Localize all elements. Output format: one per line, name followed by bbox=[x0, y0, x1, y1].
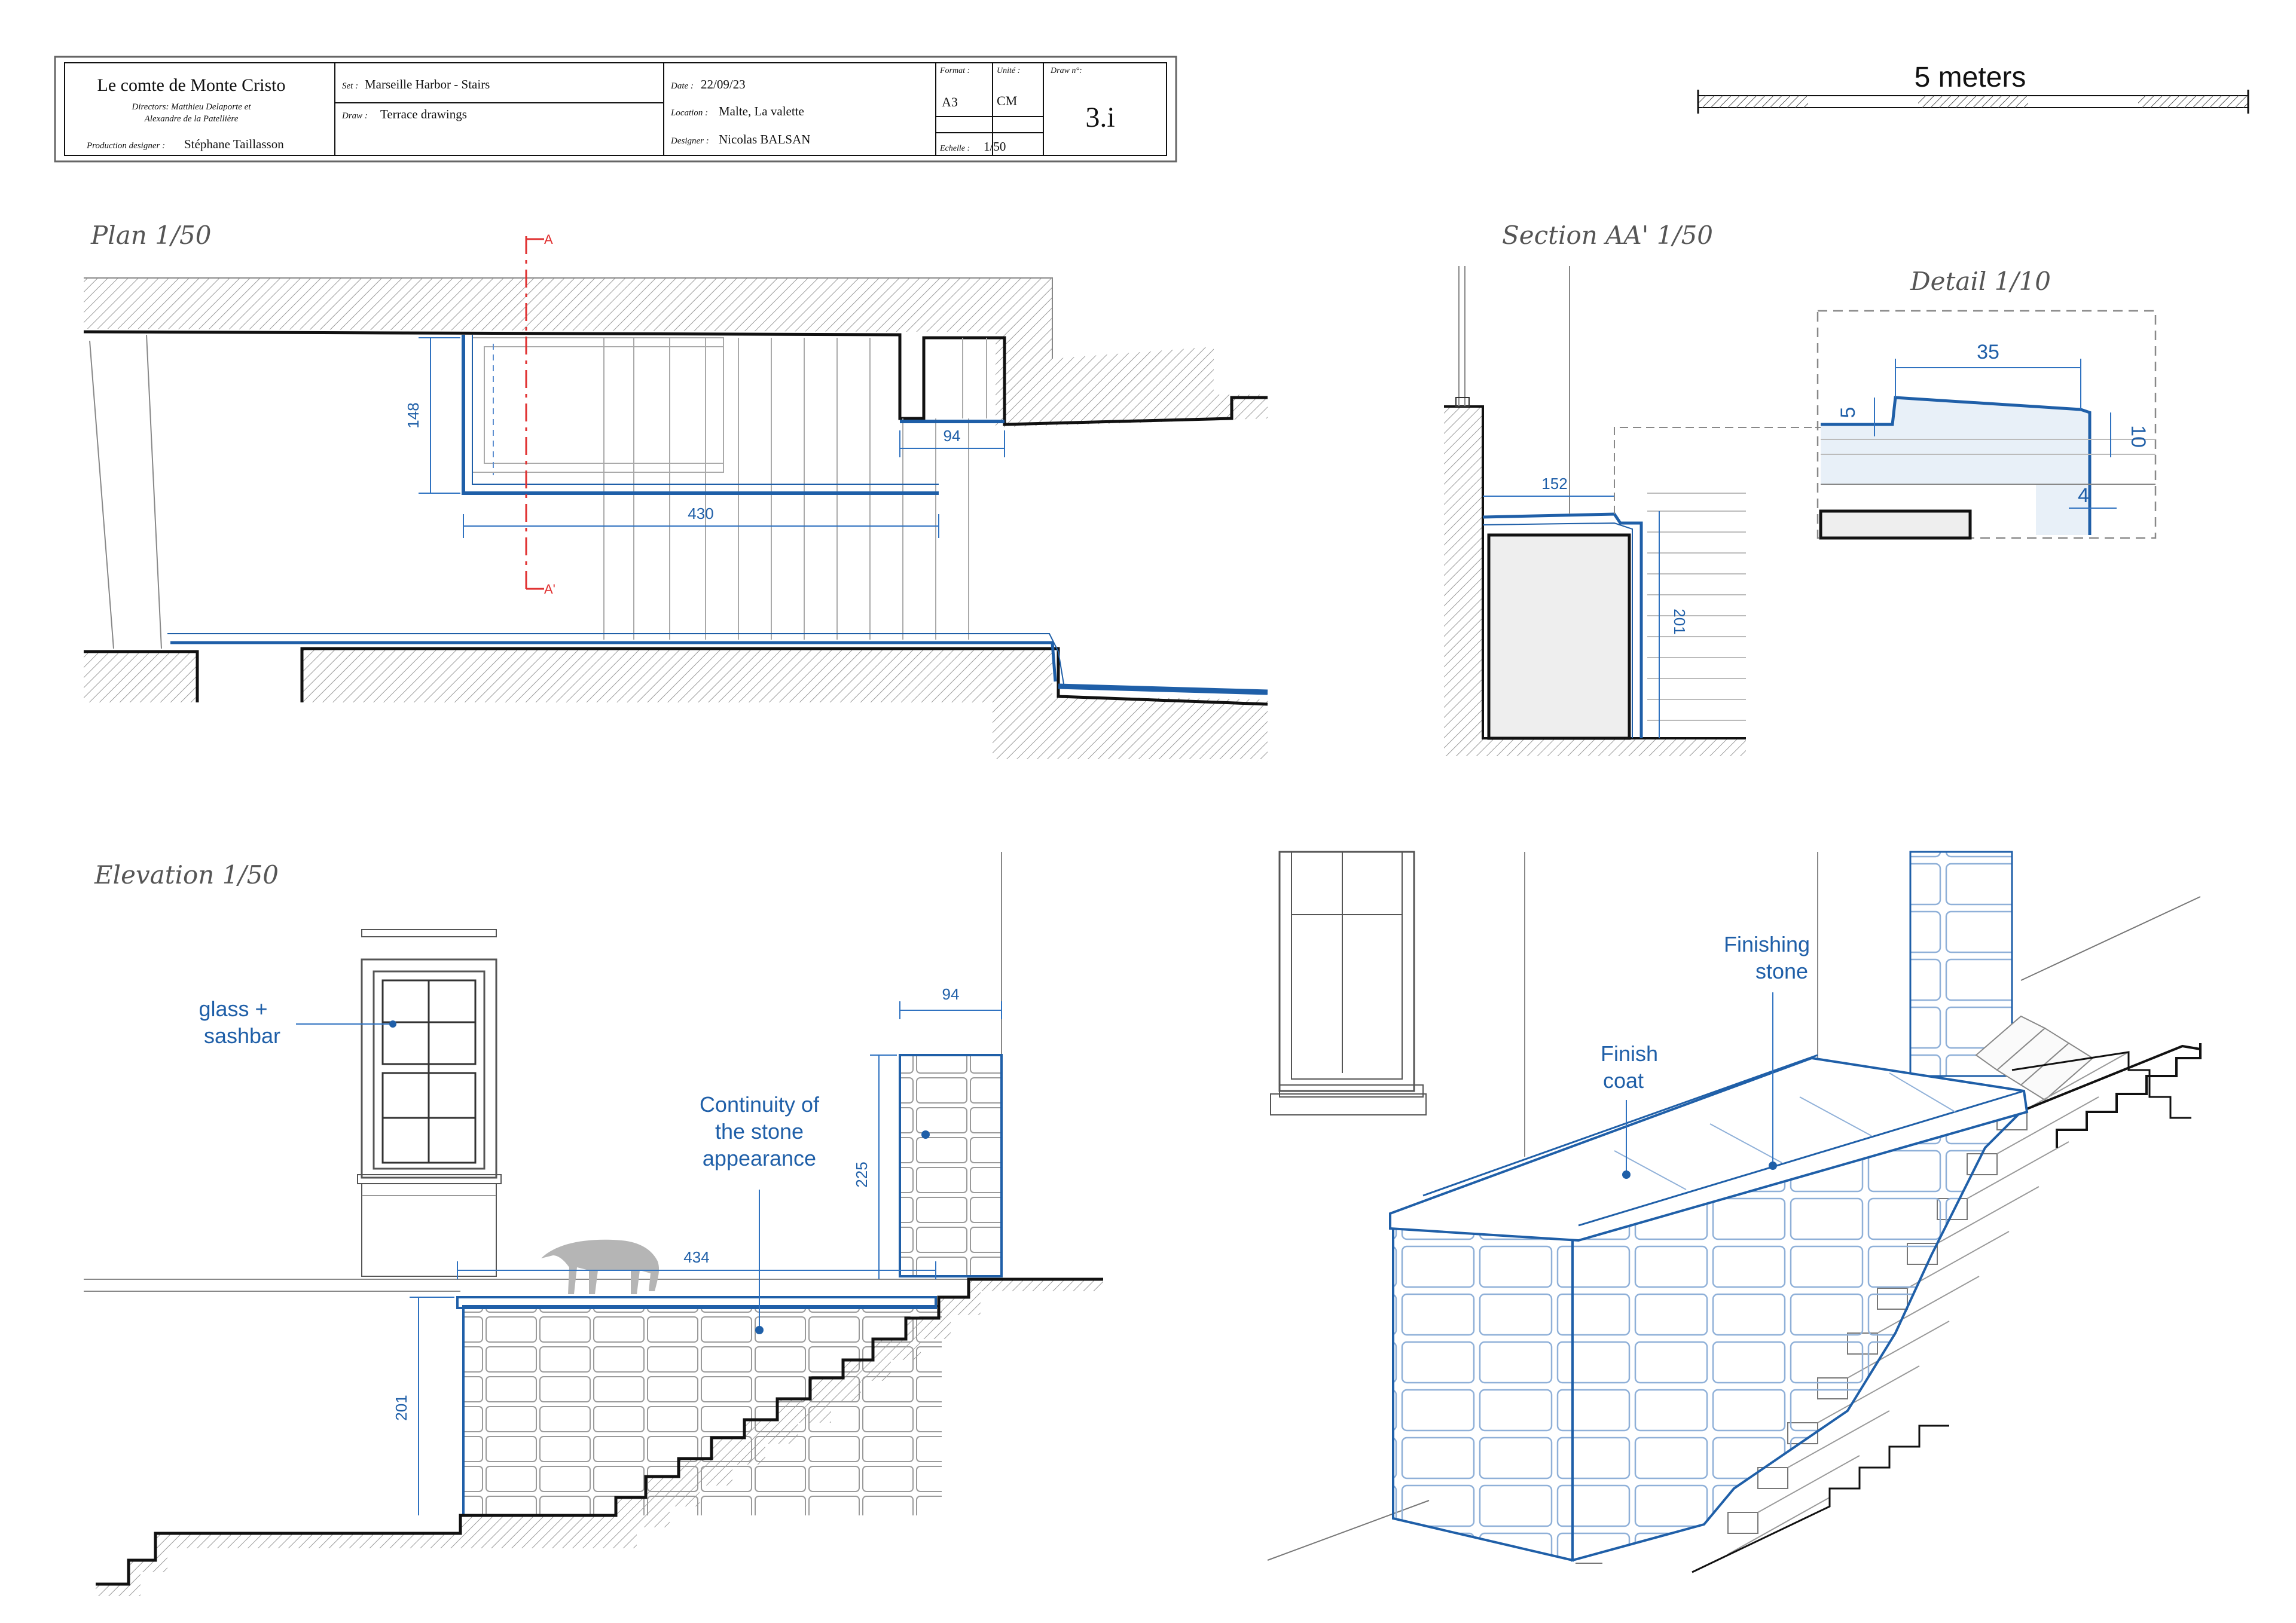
detail-dim-10: 10 bbox=[2127, 425, 2150, 448]
section-dim-201: 201 bbox=[1671, 609, 1689, 634]
production-designer-label: Production designer : bbox=[86, 141, 165, 151]
plan-title: Plan 1/50 bbox=[90, 221, 211, 250]
format-value: A3 bbox=[942, 94, 958, 109]
scale-bar-label: 5 meters bbox=[1915, 62, 2026, 93]
elevation-dim-201: 201 bbox=[392, 1395, 410, 1420]
detail-view: Detail 1/10 35 5 10 4 bbox=[1806, 267, 2157, 540]
scale-bar: 5 meters bbox=[1697, 62, 2249, 114]
unit-value: CM bbox=[997, 93, 1017, 108]
detail-dim-35: 35 bbox=[1977, 341, 1999, 363]
draw-value: Terrace drawings bbox=[380, 107, 467, 121]
project-title: Le comte de Monte Cristo bbox=[97, 75, 286, 95]
elevation-view: Elevation 1/50 94 2 bbox=[84, 852, 1103, 1596]
elevation-dim-434: 434 bbox=[683, 1248, 709, 1266]
elevation-dim-225: 225 bbox=[853, 1162, 871, 1187]
detail-title: Detail 1/10 bbox=[1910, 267, 2051, 296]
production-designer-name: Stéphane Taillasson bbox=[184, 137, 284, 151]
directors-line-2: Alexandre de la Patellière bbox=[144, 114, 239, 124]
echelle-value: 1/50 bbox=[984, 139, 1006, 154]
plan-dim-94: 94 bbox=[944, 427, 961, 445]
elevation-title: Elevation 1/50 bbox=[94, 860, 279, 890]
set-value: Marseille Harbor - Stairs bbox=[365, 77, 490, 91]
section-title: Section AA' 1/50 bbox=[1502, 221, 1713, 250]
plan-dim-148: 148 bbox=[404, 402, 422, 428]
annotation-continuity-line-2: the stone bbox=[715, 1119, 804, 1144]
location-value: Malte, La valette bbox=[719, 104, 804, 118]
annotation-finish-line-1: Finish bbox=[1601, 1041, 1658, 1066]
plan-view: Plan 1/50 bbox=[83, 221, 1268, 759]
annotation-continuity-line-3: appearance bbox=[703, 1146, 816, 1170]
draw-number-label: Draw n°: bbox=[1050, 66, 1082, 75]
designer-value: Nicolas BALSAN bbox=[719, 132, 810, 146]
date-label: Date : bbox=[670, 81, 694, 91]
annotation-glass-line-1: glass + bbox=[199, 997, 267, 1021]
section-mark-a-prime: A' bbox=[544, 582, 555, 597]
elevation-dim-94: 94 bbox=[942, 985, 960, 1003]
unit-label: Unité : bbox=[997, 66, 1020, 75]
annotation-finishing-line-1: Finishing bbox=[1724, 932, 1810, 956]
draw-label: Draw : bbox=[341, 111, 368, 121]
format-label: Format : bbox=[939, 66, 970, 75]
directors-line-1: Directors: Matthieu Delaporte et bbox=[132, 102, 252, 112]
set-label: Set : bbox=[342, 81, 358, 91]
annotation-glass-line-2: sashbar bbox=[204, 1023, 280, 1048]
designer-label: Designer : bbox=[670, 136, 709, 146]
draw-number: 3.i bbox=[1085, 102, 1115, 133]
annotation-finishing-line-2: stone bbox=[1755, 959, 1808, 983]
annotation-finish-line-2: coat bbox=[1603, 1068, 1644, 1093]
location-label: Location : bbox=[670, 108, 708, 118]
title-block: Le comte de Monte Cristo Directors: Matt… bbox=[54, 56, 1177, 163]
echelle-label: Echelle : bbox=[939, 144, 970, 153]
detail-dim-4: 4 bbox=[2078, 484, 2089, 507]
section-view: Section AA' 1/50 152 bbox=[1444, 221, 1806, 756]
annotation-continuity-line-1: Continuity of bbox=[700, 1092, 820, 1117]
plan-dim-430: 430 bbox=[688, 505, 713, 522]
section-mark-a: A bbox=[544, 232, 553, 247]
perspective-view: Finishing stone Finish coat bbox=[1267, 851, 2202, 1573]
date-value: 22/09/23 bbox=[701, 77, 746, 91]
detail-dim-5: 5 bbox=[1837, 407, 1860, 418]
section-dim-152: 152 bbox=[1541, 475, 1567, 493]
